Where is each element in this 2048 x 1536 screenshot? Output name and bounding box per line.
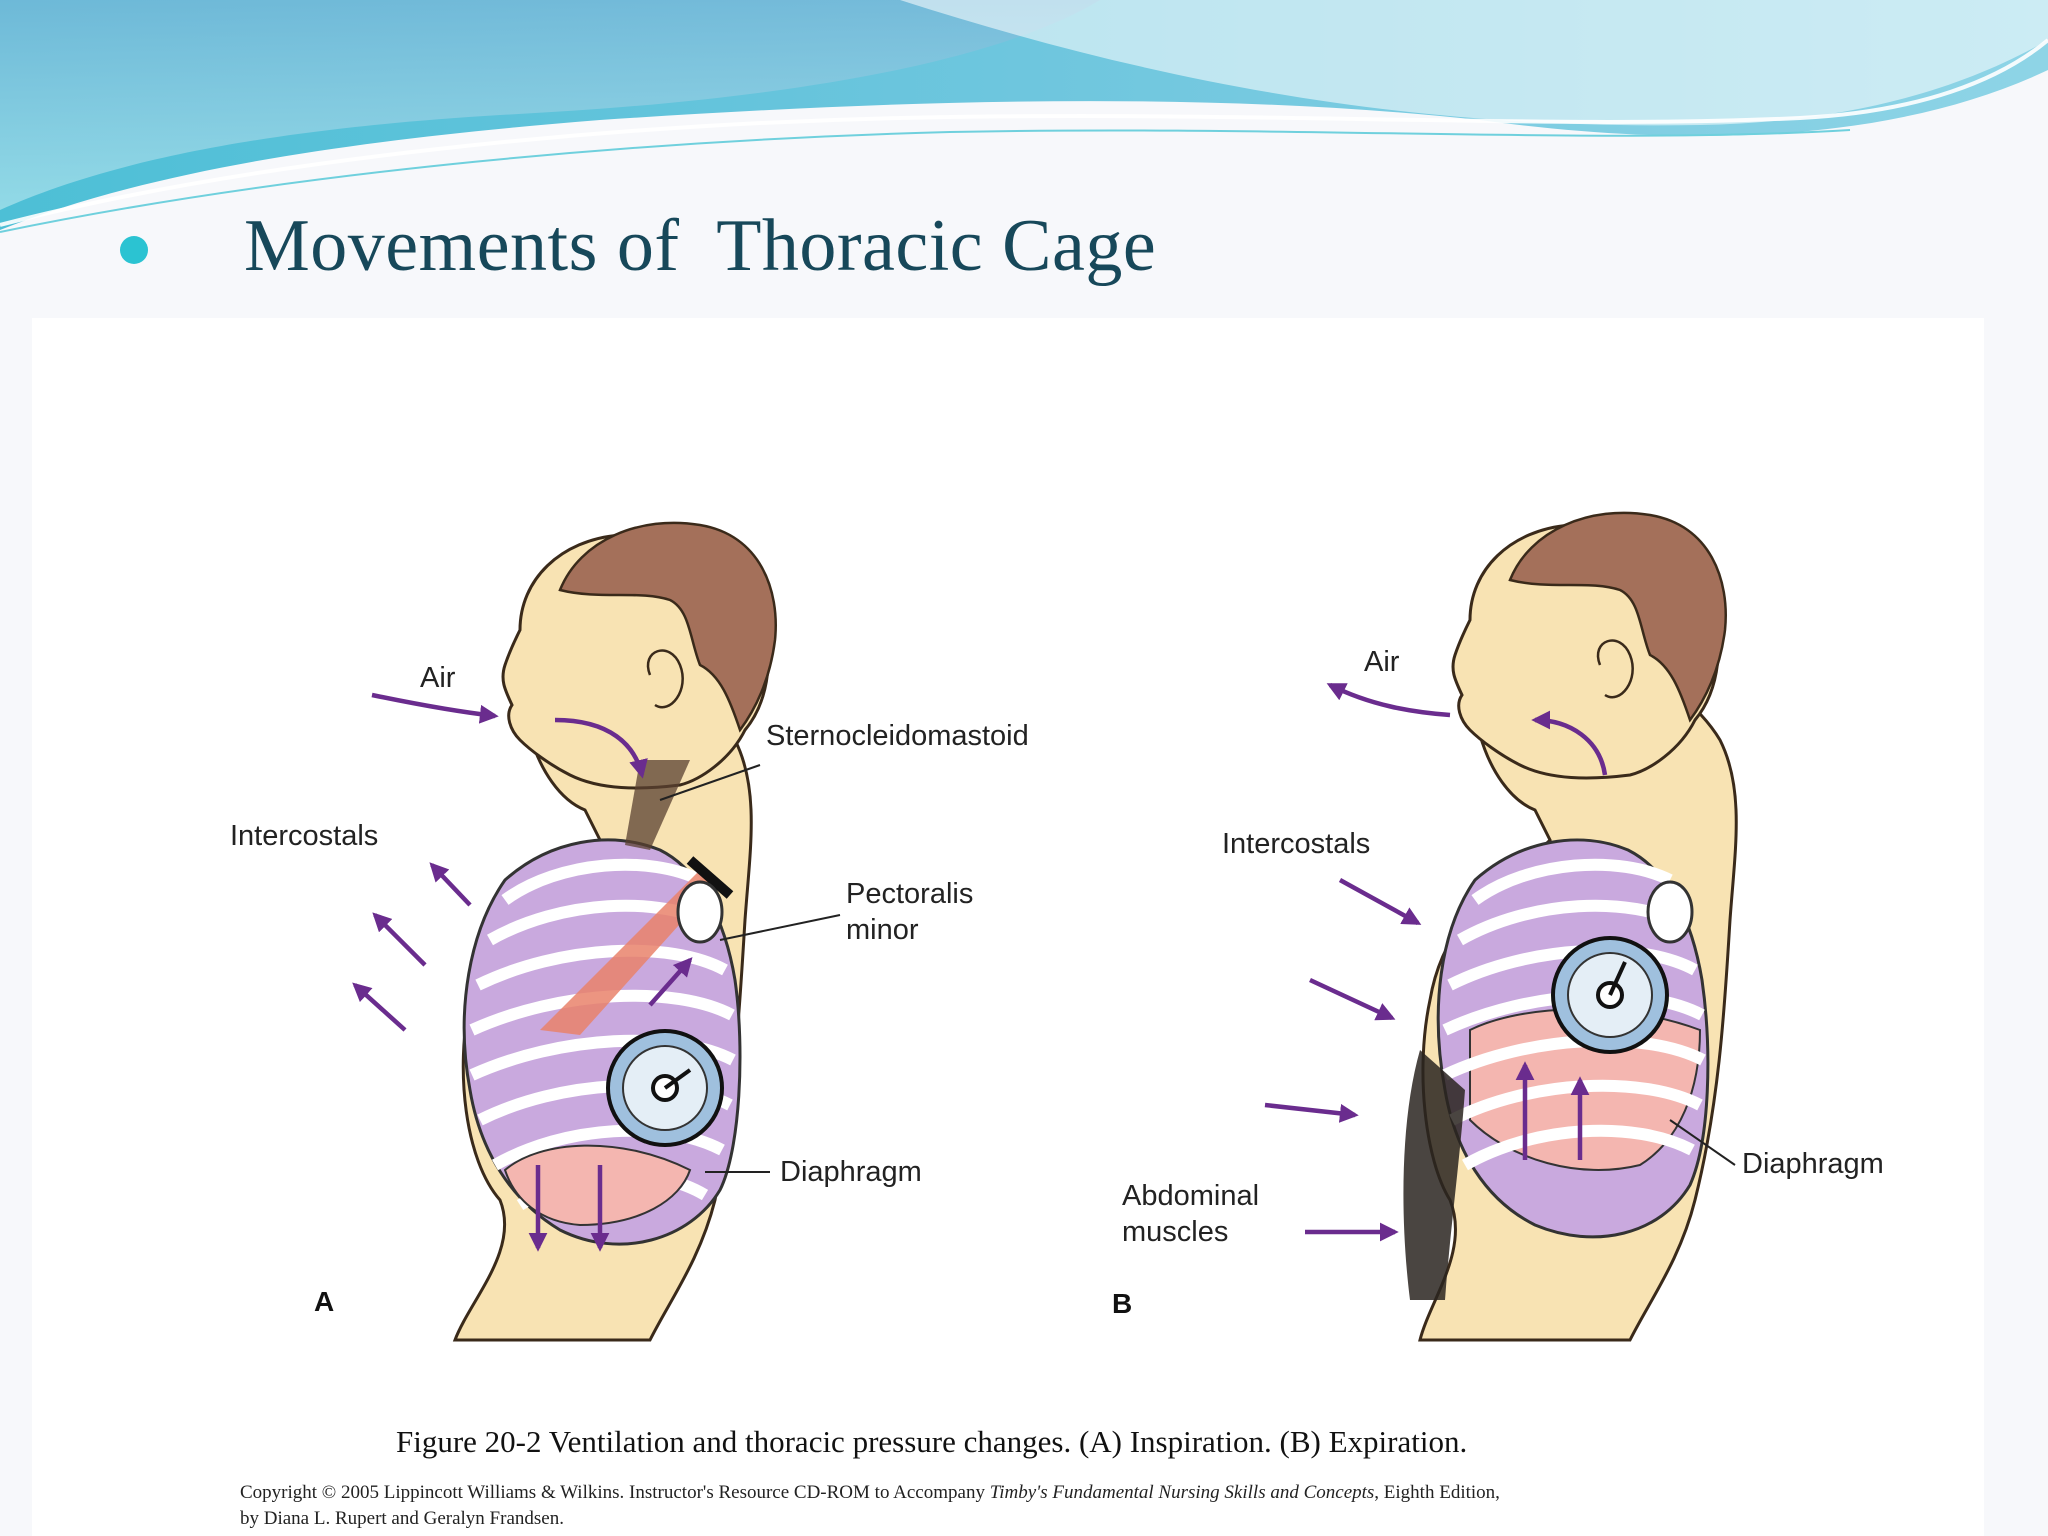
panel-b-hair [1508, 511, 1727, 723]
slide-title: Movements of Thoracic Cage [244, 205, 1157, 287]
panel-b-label-intercostals: Intercostals [1222, 828, 1371, 860]
panel-a-label-sternocleidomastoid: Sternocleidomastoid [766, 720, 1029, 752]
panel-a-label-air: Air [420, 662, 456, 694]
panel-a-label-minor: minor [846, 914, 919, 946]
panel-b-arrows [1264, 682, 1608, 1242]
panel-b-figure [1264, 511, 1738, 1342]
panel-a-arrows [352, 692, 693, 1252]
copyright-line-1: Copyright © 2005 Lippincott Williams & W… [240, 1480, 1920, 1506]
figure-caption: Figure 20-2 Ventilation and thoracic pre… [396, 1424, 1468, 1459]
panel-a-letter: A [314, 1286, 335, 1317]
panel-b-leader-lines [1669, 1119, 1736, 1166]
panel-b-ear [1596, 639, 1634, 699]
panel-a-ear [646, 649, 684, 709]
panel-b-label-muscles: muscles [1122, 1216, 1229, 1248]
copyright-line-2: by Diana L. Rupert and Geralyn Frandsen. [240, 1508, 564, 1529]
panel-a-leader-lines [659, 764, 841, 1173]
panel-a-sternocleidomastoid-muscle [625, 760, 690, 850]
panel-a-figure [352, 521, 841, 1342]
panel-a-hair [558, 521, 777, 733]
copyright-line-1-start: Copyright © 2005 Lippincott Williams & W… [240, 1482, 990, 1503]
panel-b-pressure-gauge [1551, 936, 1669, 1054]
copyright-book-title: Timby's Fundamental Nursing Skills and C… [989, 1482, 1375, 1503]
panel-a-label-pectoralis: Pectoralis [846, 878, 974, 910]
panel-a-label-intercostals: Intercostals [230, 820, 379, 852]
panel-b-letter: B [1112, 1288, 1133, 1319]
thoracic-cage-illustration [352, 511, 1738, 1342]
header-wave-decoration [0, 0, 2048, 233]
panel-a-label-diaphragm: Diaphragm [780, 1156, 922, 1188]
panel-b-label-diaphragm: Diaphragm [1742, 1148, 1884, 1180]
panel-a-pressure-gauge [606, 1029, 724, 1147]
bullet-dot [120, 236, 148, 264]
panel-b-label-abdominal: Abdominal [1122, 1180, 1260, 1212]
copyright-line-1-end: , Eighth Edition, [1374, 1482, 1500, 1503]
panel-a-pectoralis-muscle [540, 870, 715, 1035]
panel-b-label-air: Air [1364, 646, 1400, 678]
copyright-notice: Copyright © 2005 Lippincott Williams & W… [240, 1480, 1920, 1532]
panel-b-abdominal-muscles [1403, 1050, 1465, 1300]
